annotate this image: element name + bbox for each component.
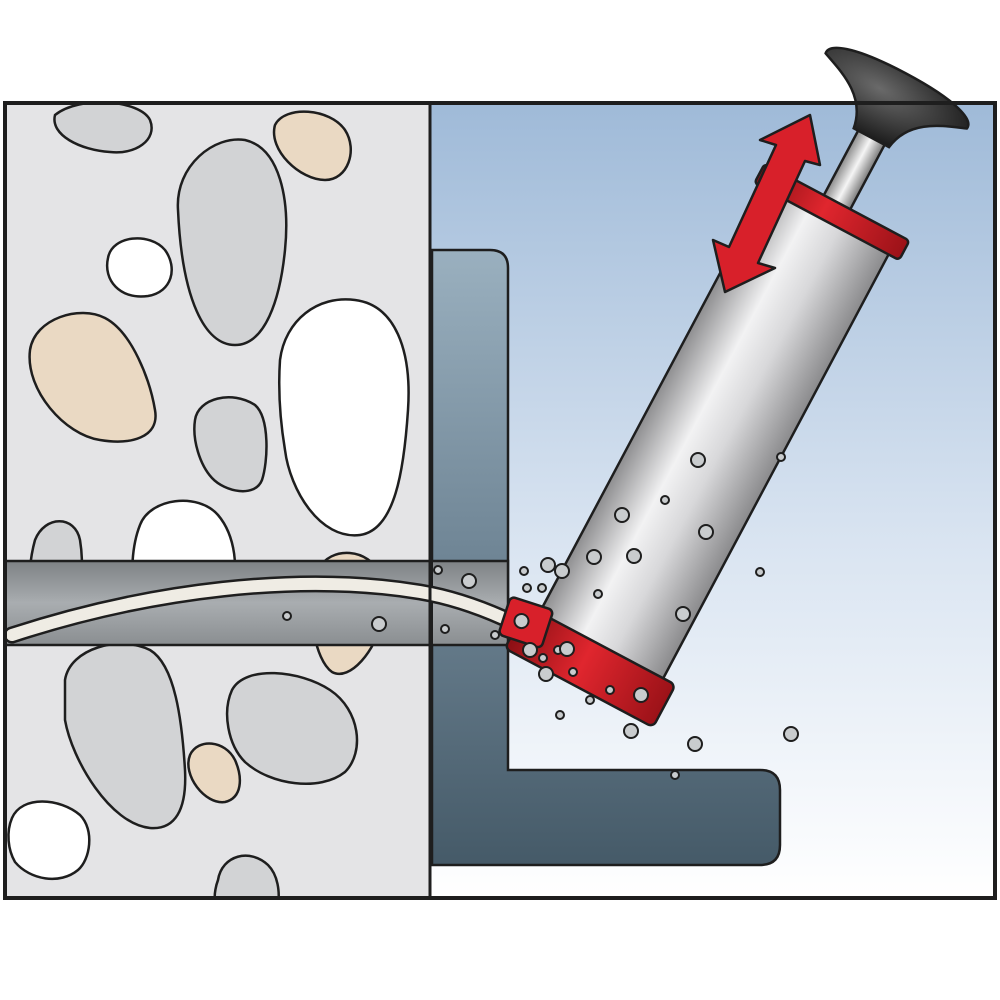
dust-particle	[623, 723, 639, 739]
stone	[278, 298, 410, 537]
concrete-wall	[5, 103, 430, 898]
pump-handle	[824, 46, 970, 149]
dust-particle	[433, 565, 443, 575]
dust-particle	[522, 642, 538, 658]
steel-angle-bracket	[430, 248, 782, 867]
frame	[3, 101, 997, 900]
stone	[213, 854, 280, 898]
stone	[105, 237, 173, 298]
dust-particle	[690, 452, 706, 468]
dust-particle	[513, 613, 530, 630]
pump-top-cap	[754, 163, 910, 260]
stone	[193, 396, 268, 493]
dust-particle	[687, 736, 703, 752]
dust-particle	[461, 573, 477, 589]
dust-particle	[559, 641, 575, 657]
dust-particle	[282, 611, 292, 621]
dust-particle	[538, 666, 554, 682]
dust-particle	[371, 616, 387, 632]
dust-particle	[538, 653, 548, 663]
blow-out-pump	[498, 46, 970, 727]
pump-stroke-arrow	[711, 113, 822, 294]
dust-particle	[633, 687, 649, 703]
dust-particle	[585, 695, 595, 705]
dust-particle	[522, 583, 532, 593]
stone	[187, 742, 242, 804]
dust-particle	[554, 563, 570, 579]
dust-particle	[626, 548, 642, 564]
dust-particle	[519, 566, 529, 576]
dust-particle	[605, 685, 615, 695]
dust-particle	[670, 770, 680, 780]
drill-hole	[3, 559, 510, 647]
stone	[272, 110, 352, 182]
stone	[225, 671, 359, 785]
stone	[28, 311, 157, 443]
dust-particle	[586, 549, 602, 565]
dust-particle	[675, 606, 691, 622]
dust-particle	[490, 630, 500, 640]
dust-particle	[698, 524, 714, 540]
dust-particle	[614, 507, 630, 523]
dust-particle	[540, 557, 556, 573]
dust-particle	[755, 567, 765, 577]
dust-particle	[783, 726, 799, 742]
stone	[7, 800, 91, 881]
dust-particle	[555, 710, 565, 720]
dust-cloud	[282, 452, 799, 780]
dust-particle	[660, 495, 670, 505]
aggregate-stones	[7, 103, 410, 898]
stone	[176, 138, 288, 347]
dust-particle	[776, 452, 786, 462]
dust-particle	[568, 667, 578, 677]
stone	[53, 103, 153, 154]
dust-particle	[537, 583, 547, 593]
dust-particle	[593, 589, 603, 599]
dust-particle	[440, 624, 450, 634]
double-headed-arrow	[711, 113, 822, 294]
